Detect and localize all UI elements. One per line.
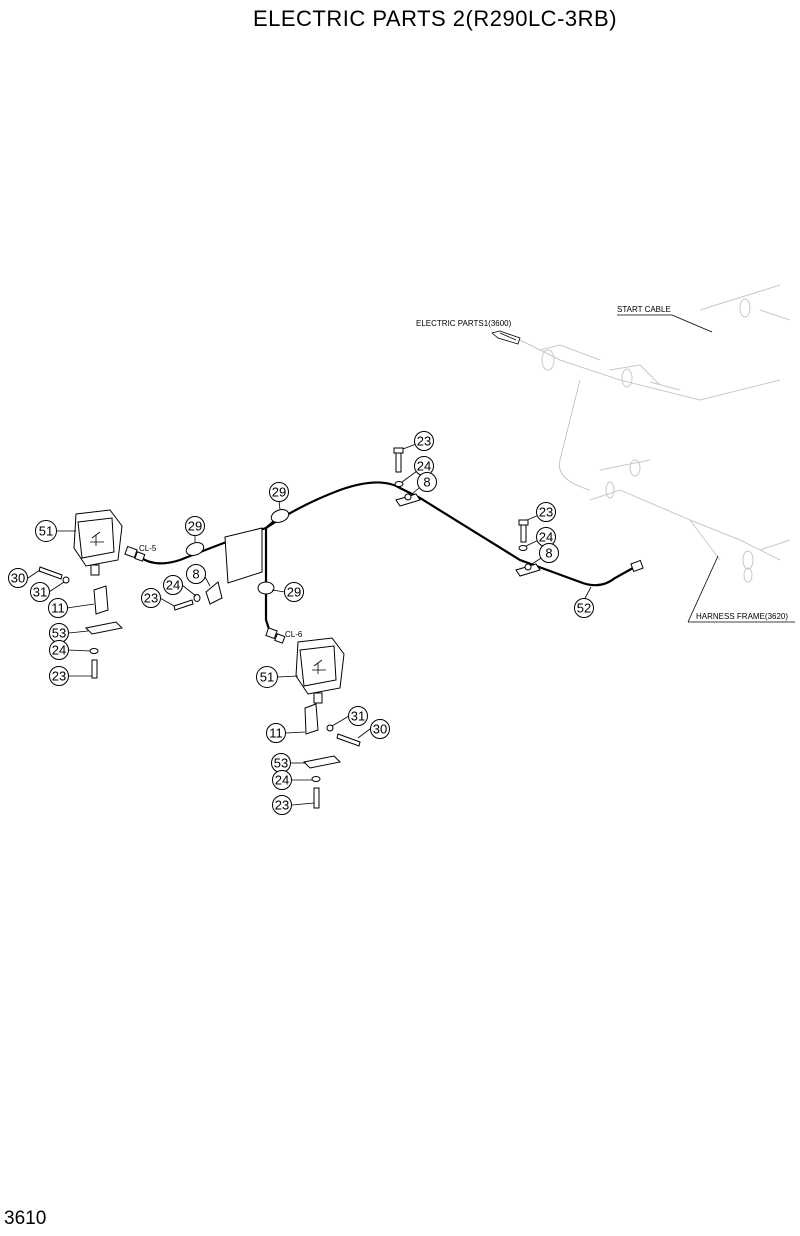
callout-8: 8 [539, 543, 559, 563]
clamp-8-top [393, 447, 421, 507]
work-lamp-lower [295, 637, 361, 809]
svg-text:24: 24 [166, 578, 180, 593]
callout-51: 51 [35, 520, 57, 542]
svg-text:52: 52 [577, 601, 591, 616]
callout-11: 11 [48, 598, 68, 618]
callout-24: 24 [49, 640, 69, 660]
callout-23: 23 [141, 588, 161, 608]
svg-text:24: 24 [539, 530, 553, 545]
callout-29: 29 [185, 516, 205, 536]
callout-23: 23 [49, 666, 69, 686]
callout-23: 23 [414, 431, 434, 451]
callout-24: 24 [272, 770, 292, 790]
connector-frame-end [630, 559, 644, 573]
callout-51: 51 [256, 666, 278, 688]
svg-text:23: 23 [539, 505, 553, 520]
callout-11: 11 [266, 723, 286, 743]
callout-23: 23 [272, 795, 292, 815]
background-frame [519, 284, 791, 583]
connector-cl5 [124, 545, 146, 562]
svg-text:51: 51 [39, 524, 53, 539]
svg-text:29: 29 [287, 585, 301, 600]
callout-29: 29 [284, 582, 304, 602]
callout-8: 8 [417, 472, 437, 492]
electric-parts1-arrow [491, 330, 521, 345]
svg-text:29: 29 [188, 519, 202, 534]
svg-text:23: 23 [52, 669, 66, 684]
svg-text:30: 30 [11, 571, 25, 586]
connector-cl5-label: CL-5 [139, 544, 157, 553]
svg-text:11: 11 [51, 601, 65, 616]
callout-30: 30 [8, 568, 28, 588]
svg-text:51: 51 [260, 670, 274, 685]
reference-leaders [617, 314, 795, 623]
callout-23: 23 [536, 502, 556, 522]
connector-cl6-label: CL-6 [285, 630, 303, 639]
svg-text:53: 53 [52, 626, 66, 641]
svg-text:24: 24 [52, 643, 66, 658]
page-number: 3610 [4, 1208, 47, 1229]
clamp-8-left [173, 581, 223, 611]
start-cable-label: START CABLE [617, 305, 671, 314]
clamp-8-right [515, 519, 541, 577]
svg-text:23: 23 [275, 798, 289, 813]
harness-wire [139, 481, 634, 641]
callout-52: 52 [574, 598, 594, 618]
svg-text:23: 23 [144, 591, 158, 606]
svg-text:8: 8 [192, 567, 199, 582]
electric-parts1-label: ELECTRIC PARTS1(3600) [416, 319, 512, 328]
clip-29-top [270, 509, 290, 523]
callout-31: 31 [30, 582, 50, 602]
callout-53: 53 [49, 623, 69, 643]
diagram-title: ELECTRIC PARTS 2(R290LC-3RB) [252, 6, 618, 31]
callout-24: 24 [163, 575, 183, 595]
clip-29-left [185, 542, 205, 556]
svg-text:8: 8 [545, 546, 552, 561]
svg-text:8: 8 [423, 475, 430, 490]
callout-8: 8 [186, 564, 206, 584]
callout-31: 31 [348, 706, 368, 726]
work-lamp-left [38, 509, 124, 679]
callout-24: 24 [414, 456, 434, 476]
harness-bracket [224, 527, 263, 584]
svg-text:53: 53 [274, 756, 288, 771]
svg-text:30: 30 [373, 722, 387, 737]
svg-text:24: 24 [275, 773, 289, 788]
svg-text:29: 29 [272, 485, 286, 500]
clip-29-lower [257, 581, 275, 595]
svg-text:11: 11 [269, 726, 283, 741]
svg-text:31: 31 [351, 709, 365, 724]
callout-29: 29 [269, 482, 289, 502]
callout-30: 30 [370, 719, 390, 739]
svg-text:24: 24 [417, 459, 431, 474]
connector-cl6 [265, 627, 286, 644]
callout-24: 24 [536, 527, 556, 547]
svg-text:23: 23 [417, 434, 431, 449]
callout-53: 53 [271, 753, 291, 773]
svg-text:31: 31 [33, 585, 47, 600]
harness-frame-label: HARNESS FRAME(3620) [696, 612, 788, 621]
